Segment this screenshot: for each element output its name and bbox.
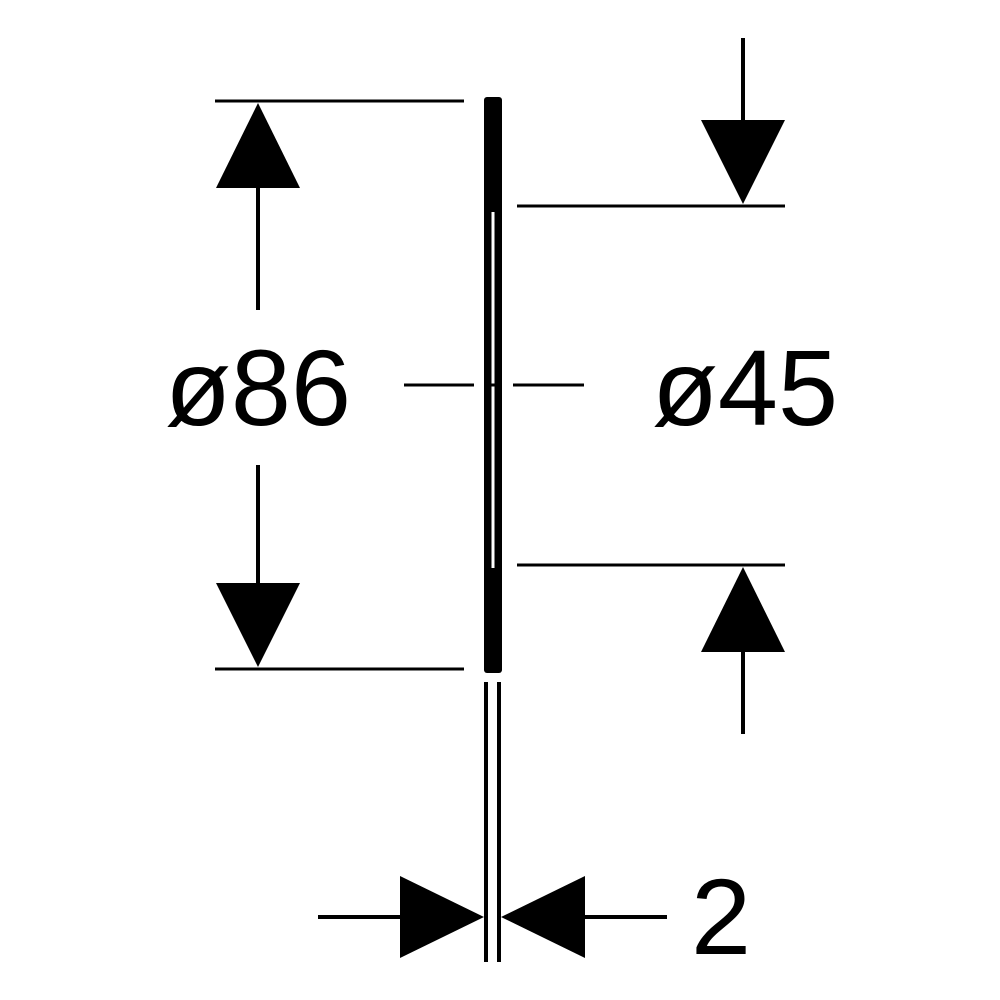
arrow-down-icon (701, 120, 785, 204)
arrow-left-icon (501, 876, 585, 958)
inner-diameter-dimension: ø45 (517, 38, 838, 734)
outer-diameter-label: ø86 (165, 327, 351, 448)
part-profile (484, 97, 502, 962)
arrow-right-icon (400, 876, 484, 958)
inner-diameter-label: ø45 (652, 327, 838, 448)
arrow-down-icon (216, 583, 300, 667)
thickness-label: 2 (691, 856, 751, 977)
arrow-up-icon (216, 103, 300, 188)
thickness-dimension: 2 (318, 856, 751, 977)
arrow-up-icon (701, 567, 785, 652)
outer-diameter-dimension: ø86 (165, 99, 464, 671)
